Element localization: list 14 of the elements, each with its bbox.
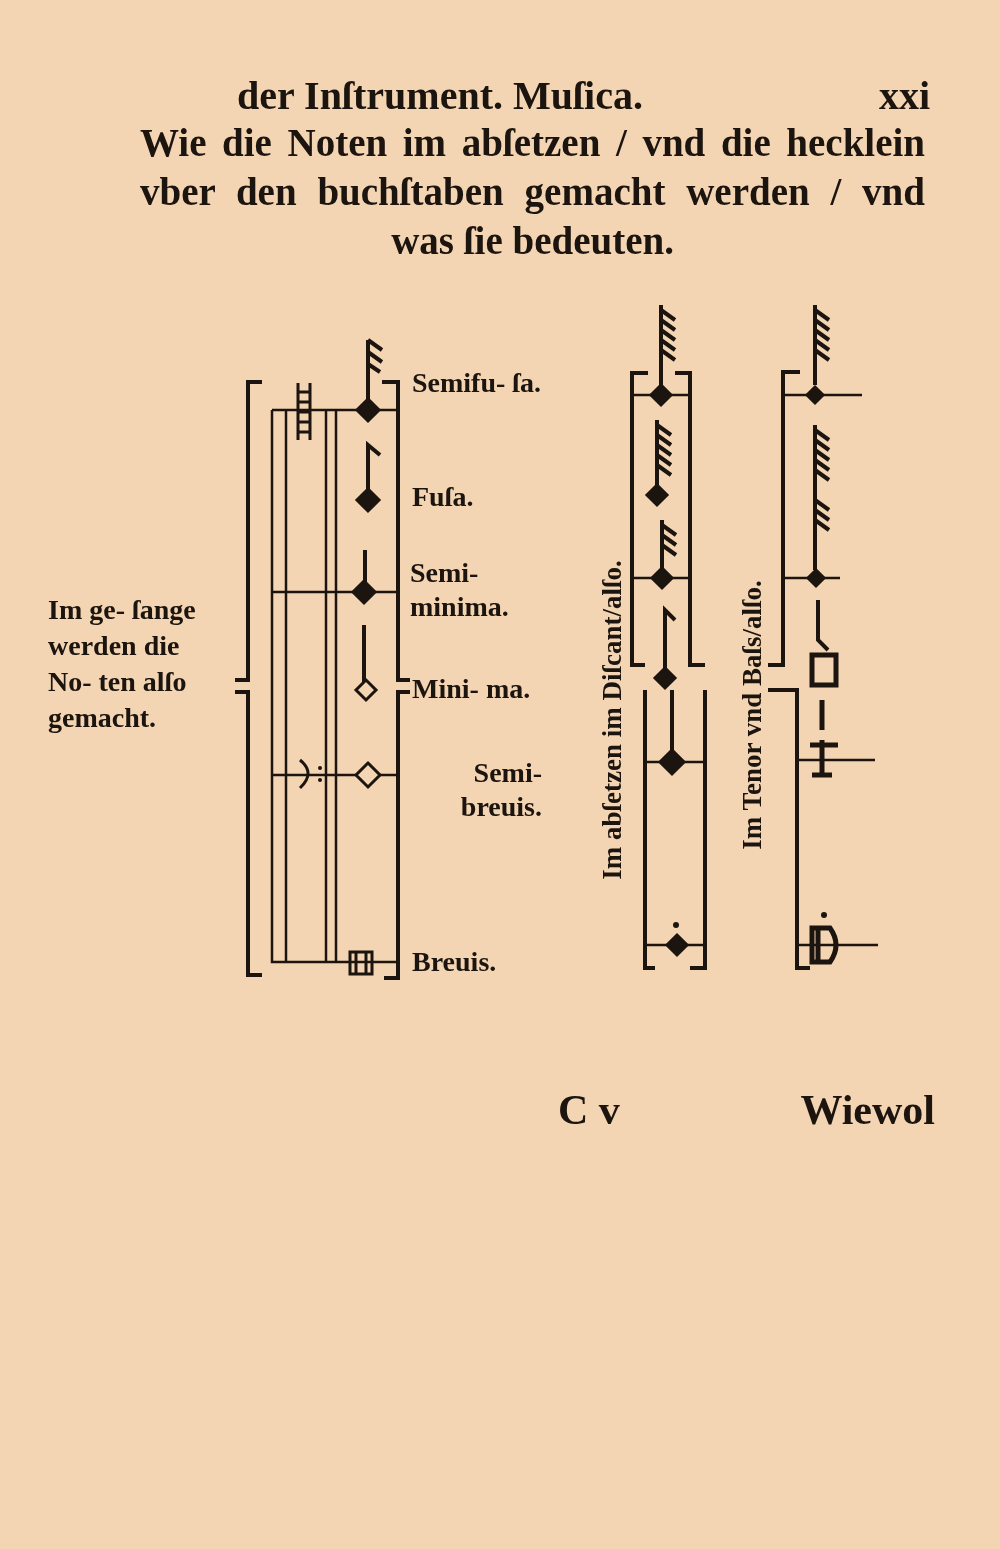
catchword: Wiewol [799, 1086, 935, 1135]
vertical-caption: Im abſetzen im Diſcant/alſo. [596, 559, 628, 882]
note-name: Semifu- ſa. [412, 366, 543, 400]
note-name: Breuis. [412, 945, 498, 979]
vertical-caption: Im Tenor vnd Baſs/alſo. [736, 579, 768, 852]
page-number: xxi [877, 72, 930, 120]
running-head: der Inſtrument. Muſica. [236, 72, 644, 120]
note-name: Semi- minima. [410, 556, 510, 624]
side-note: Im ge- ſange werden die No- ten alſo gemacht. [48, 593, 197, 735]
note-name: Mini- ma. [412, 672, 532, 706]
note-name: Semi- breuis. [459, 756, 542, 824]
note-name: Fuſa. [412, 480, 475, 514]
page-title: Wie die Noten im abſetzen / vnd die hecklein vber den buchſtaben gemacht werden / vnd was ſie bedeuten. [140, 120, 925, 264]
signature-mark: C v [558, 1086, 621, 1135]
